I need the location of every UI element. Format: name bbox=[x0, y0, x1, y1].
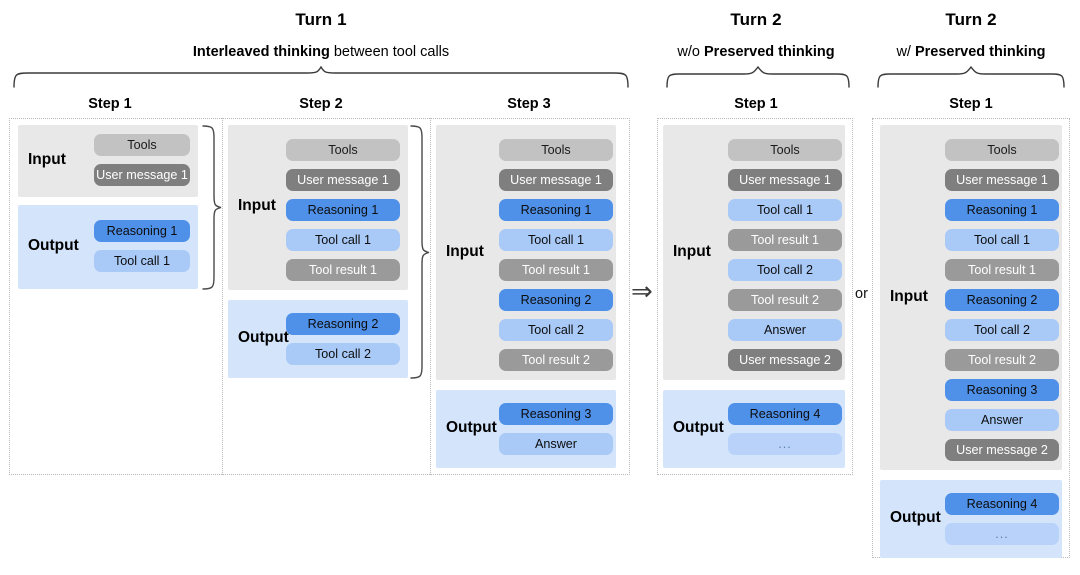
panel-input-t1-step2: Input Tools User message 1 Reasoning 1 T… bbox=[228, 125, 408, 290]
pill-tool-call: Tool call 1 bbox=[945, 229, 1059, 251]
panel-label-input-t1-step3: Input bbox=[446, 243, 484, 260]
panel-output-t2w-step1: Output Reasoning 4 ... bbox=[880, 480, 1062, 558]
panel-label-output-t1-step3: Output bbox=[446, 419, 497, 436]
pill-tool-result: Tool result 2 bbox=[945, 349, 1059, 371]
panel-input-t1-step1: Input Tools User message 1 bbox=[18, 125, 198, 197]
group-title-turn2-wo: Turn 2 bbox=[730, 10, 782, 29]
pill-reasoning: Reasoning 2 bbox=[499, 289, 613, 311]
group-brace-turn2-w bbox=[876, 66, 1066, 88]
pill-tool-result: Tool result 1 bbox=[286, 259, 400, 281]
group-subtitle-turn1-bold: Interleaved thinking bbox=[192, 44, 330, 60]
step-divider-2-3 bbox=[430, 118, 431, 475]
pill-answer: Answer bbox=[499, 433, 613, 455]
panel-input-t2wo-step1: Input Tools User message 1 Tool call 1 T… bbox=[663, 125, 845, 380]
step-divider-1-2 bbox=[222, 118, 223, 475]
group-subtitle-turn1-rest: between tool calls bbox=[329, 44, 450, 60]
pill-ellipsis: ... bbox=[945, 523, 1059, 545]
panel-label-output-t2w-step1: Output bbox=[890, 509, 941, 526]
pill-tool-call: Tool call 1 bbox=[286, 229, 400, 251]
panel-output-t1-step1: Output Reasoning 1 Tool call 1 bbox=[18, 205, 198, 289]
panel-label-output-t1-step2: Output bbox=[238, 329, 289, 346]
group-title-turn2-w: Turn 2 bbox=[945, 10, 997, 29]
step-label-t1-step1: Step 1 bbox=[88, 96, 132, 112]
pill-tool-result: Tool result 1 bbox=[728, 229, 842, 251]
group-title-turn1: Turn 1 bbox=[295, 10, 347, 29]
pill-tools: Tools bbox=[94, 134, 190, 156]
pill-reasoning: Reasoning 3 bbox=[499, 403, 613, 425]
pill-tool-result: Tool result 1 bbox=[945, 259, 1059, 281]
panel-label-input-t1-step1: Input bbox=[28, 151, 66, 168]
pill-tools: Tools bbox=[499, 139, 613, 161]
pill-user-message: User message 1 bbox=[94, 164, 190, 186]
panel-output-t2wo-step1: Output Reasoning 4 ... bbox=[663, 390, 845, 468]
panel-label-input-t1-step2: Input bbox=[238, 197, 276, 214]
panel-label-input-t2w-step1: Input bbox=[890, 288, 928, 305]
pill-user-message: User message 1 bbox=[286, 169, 400, 191]
group-brace-turn2-wo bbox=[665, 66, 851, 88]
panel-label-output-t1-step1: Output bbox=[28, 237, 79, 254]
pill-ellipsis: ... bbox=[728, 433, 842, 455]
step-label-t2w-step1: Step 1 bbox=[949, 96, 993, 112]
step-label-t2wo-step1: Step 1 bbox=[734, 96, 778, 112]
pill-tool-call: Tool call 1 bbox=[94, 250, 190, 272]
pill-tool-call: Tool call 2 bbox=[728, 259, 842, 281]
pill-user-message: User message 1 bbox=[499, 169, 613, 191]
pill-reasoning: Reasoning 4 bbox=[945, 493, 1059, 515]
pill-reasoning: Reasoning 2 bbox=[286, 313, 400, 335]
pill-reasoning: Reasoning 4 bbox=[728, 403, 842, 425]
pill-user-message: User message 2 bbox=[945, 439, 1059, 461]
pill-tool-call: Tool call 2 bbox=[286, 343, 400, 365]
step-label-t1-step2: Step 2 bbox=[299, 96, 343, 112]
pill-tool-call: Tool call 2 bbox=[499, 319, 613, 341]
pill-tool-call: Tool call 2 bbox=[945, 319, 1059, 341]
flow-brace-step2 bbox=[410, 124, 430, 380]
pill-reasoning: Reasoning 1 bbox=[286, 199, 400, 221]
pill-tool-result: Tool result 1 bbox=[499, 259, 613, 281]
pill-reasoning: Reasoning 1 bbox=[945, 199, 1059, 221]
panel-label-output-t2wo-step1: Output bbox=[673, 419, 724, 436]
group-subtitle-turn2-wo: w/o Preserved thinking bbox=[647, 44, 865, 60]
panel-input-t1-step3: Input Tools User message 1 Reasoning 1 T… bbox=[436, 125, 616, 380]
pill-answer: Answer bbox=[945, 409, 1059, 431]
pill-user-message: User message 1 bbox=[945, 169, 1059, 191]
group-subtitle-turn2-wo-pre: w/o bbox=[677, 44, 705, 60]
pill-reasoning: Reasoning 1 bbox=[499, 199, 613, 221]
step-label-t1-step3: Step 3 bbox=[507, 96, 551, 112]
or-connector-label: or bbox=[855, 286, 868, 302]
pill-tools: Tools bbox=[728, 139, 842, 161]
group-brace-turn1 bbox=[12, 66, 630, 88]
panel-label-input-t2wo-step1: Input bbox=[673, 243, 711, 260]
pill-reasoning: Reasoning 2 bbox=[945, 289, 1059, 311]
pill-reasoning: Reasoning 1 bbox=[94, 220, 190, 242]
panel-input-t2w-step1: Input Tools User message 1 Reasoning 1 T… bbox=[880, 125, 1062, 470]
pill-tools: Tools bbox=[945, 139, 1059, 161]
group-subtitle-turn2-w-pre: w/ bbox=[896, 44, 915, 60]
group-subtitle-turn2-w: w/ Preserved thinking bbox=[866, 44, 1076, 60]
arrow-right-icon: ⇒ bbox=[631, 277, 653, 307]
pill-tool-call: Tool call 1 bbox=[728, 199, 842, 221]
panel-output-t1-step3: Output Reasoning 3 Answer bbox=[436, 390, 616, 468]
pill-reasoning: Reasoning 3 bbox=[945, 379, 1059, 401]
panel-output-t1-step2: Output Reasoning 2 Tool call 2 bbox=[228, 300, 408, 378]
pill-tool-call: Tool call 1 bbox=[499, 229, 613, 251]
group-subtitle-turn1: Interleaved thinking between tool calls bbox=[12, 44, 630, 60]
pill-tool-result: Tool result 2 bbox=[728, 289, 842, 311]
pill-answer: Answer bbox=[728, 319, 842, 341]
group-subtitle-turn2-wo-bold: Preserved thinking bbox=[704, 44, 835, 60]
pill-user-message: User message 1 bbox=[728, 169, 842, 191]
pill-user-message: User message 2 bbox=[728, 349, 842, 371]
pill-tools: Tools bbox=[286, 139, 400, 161]
group-subtitle-turn2-w-bold: Preserved thinking bbox=[914, 44, 1046, 60]
pill-tool-result: Tool result 2 bbox=[499, 349, 613, 371]
flow-brace-step1 bbox=[202, 124, 222, 291]
